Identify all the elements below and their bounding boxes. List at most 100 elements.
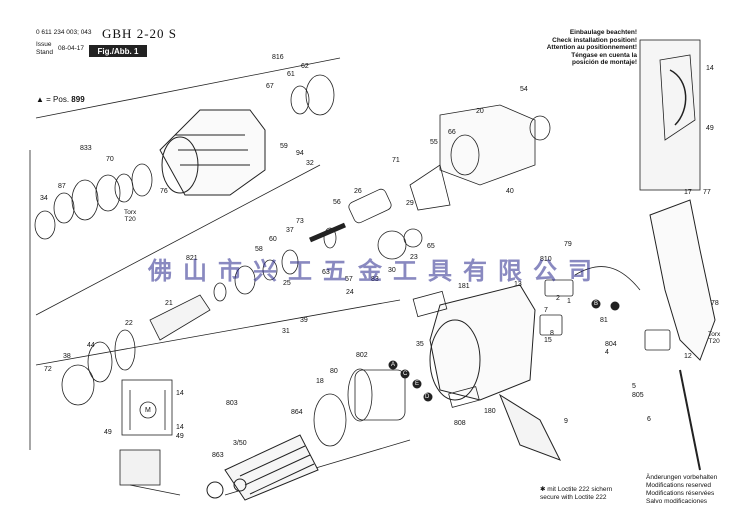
part-label: 77 (703, 189, 711, 196)
part-label: 59 (280, 143, 288, 150)
part-label: 67 (266, 83, 274, 90)
part-label: 66 (448, 129, 456, 136)
part-label: 70 (106, 156, 114, 163)
part-number: 0 611 234 003; 043 (36, 29, 92, 36)
changes-line: Modifications réservées (646, 490, 715, 497)
part-label: 1 (567, 298, 571, 305)
part-label: 805 (632, 392, 644, 399)
model-title: GBH 2-20 S (102, 26, 178, 41)
figure-badge: Fig./Abb. 1 (89, 45, 147, 57)
bracket-line (35, 299, 401, 366)
part-label: 56 (333, 199, 341, 206)
issue-date: 08-04-17 (58, 45, 85, 52)
part-label: 802 (356, 352, 368, 359)
position-note-text: = Pos. (46, 95, 70, 104)
issue-label: Issue (36, 41, 52, 48)
part-label: D (425, 394, 430, 400)
hammer-tube (61, 294, 211, 406)
motor-housing (429, 284, 562, 461)
part-label: 4 (605, 349, 609, 356)
part-label: 29 (406, 200, 414, 207)
part-label: B (594, 301, 599, 307)
part-label: 34 (40, 195, 48, 202)
stand-label: Stand (36, 49, 53, 56)
part-label: 808 (454, 420, 466, 427)
part-label: 8 (550, 330, 554, 337)
part-label: 81 (600, 317, 608, 324)
handle (649, 199, 716, 361)
part-label: 2 (556, 295, 560, 302)
part-label: 72 (44, 366, 52, 373)
part-label: 37 (286, 227, 294, 234)
part-label: 864 (291, 409, 303, 416)
schematic-label: 14 (176, 424, 184, 431)
part-label: 6 (647, 416, 651, 423)
triangle-icon: ▲ (36, 95, 44, 104)
label-plate (412, 290, 448, 318)
label-plate (448, 386, 480, 408)
part-label: 58 (255, 246, 263, 253)
install-note-line: Check installation position! (552, 36, 637, 44)
part-label: 180 (484, 408, 496, 415)
loctite-line: secure with Loctite 222 (540, 494, 607, 501)
install-note-line: Attention au positionnement! (546, 44, 637, 51)
bracket-line (35, 164, 321, 316)
part-label: 38 (63, 353, 71, 360)
changes-line: Modifications reserved (646, 482, 712, 489)
part-label: 181 (458, 283, 470, 290)
part-label: 804 (605, 341, 617, 348)
part-label: 21 (165, 300, 173, 307)
marker-b (591, 299, 601, 309)
torx-line: T20 (708, 338, 720, 345)
part-label: 57 (345, 276, 353, 283)
part-label: 18 (316, 378, 324, 385)
switch-parts (539, 279, 671, 351)
install-note-line: Einbaulage beachten! (569, 29, 637, 36)
part-label: 22 (125, 320, 133, 327)
part-label: 14 (706, 65, 714, 72)
part-label: 65 (427, 243, 435, 250)
power-cable (679, 369, 701, 471)
loctite-line: ✱ mit Loctite 222 sichern (540, 486, 613, 493)
install-detail-sketch (639, 39, 701, 191)
marker-a2 (610, 301, 620, 311)
part-label: 55 (430, 139, 438, 146)
part-label: 13 (514, 281, 522, 288)
part-label: 49 (706, 125, 714, 132)
position-note: ▲ = Pos. 899 (36, 95, 85, 104)
bracket-line (35, 57, 341, 119)
part-label: 40 (506, 188, 514, 195)
intermediate-shaft (309, 188, 423, 260)
part-label: 44 (87, 342, 95, 349)
schematic-label: M (145, 407, 151, 414)
part-label: 816 (272, 54, 284, 61)
part-label: 26 (354, 188, 362, 195)
part-label: 39 (300, 317, 308, 324)
gasket (409, 164, 451, 211)
watermark: 佛山市兴工五金工具有限公司 (148, 257, 603, 285)
part-label: 810 (540, 256, 552, 263)
part-label: 76 (160, 188, 168, 195)
part-label: 62 (301, 63, 309, 70)
part-label: 24 (346, 289, 354, 296)
torx-line: T20 (124, 216, 136, 223)
changes-note: Änderungen vorbehalten Modifications res… (646, 474, 717, 506)
torx-label: Torx T20 (124, 209, 136, 223)
part-label: C (403, 371, 408, 377)
part-label: 5 (632, 383, 636, 390)
striker-parts (213, 227, 337, 302)
torx-line: Torx (124, 209, 137, 216)
part-label: 9 (564, 418, 568, 425)
connection-markers (388, 299, 620, 402)
wiring-schematic (121, 379, 173, 436)
install-note: Einbaulage beachten! Check installation … (527, 29, 637, 67)
part-label: 61 (287, 71, 295, 78)
part-label: 833 (80, 145, 92, 152)
marker-a (388, 360, 398, 370)
part-label: 60 (269, 236, 277, 243)
torx-line: Torx (708, 331, 721, 338)
part-label: 78 (711, 300, 719, 307)
loctite-note: ✱ mit Loctite 222 sichern secure with Lo… (540, 486, 612, 502)
install-note-line: Téngase en cuenta la (571, 51, 637, 59)
gear-housing (159, 109, 266, 196)
